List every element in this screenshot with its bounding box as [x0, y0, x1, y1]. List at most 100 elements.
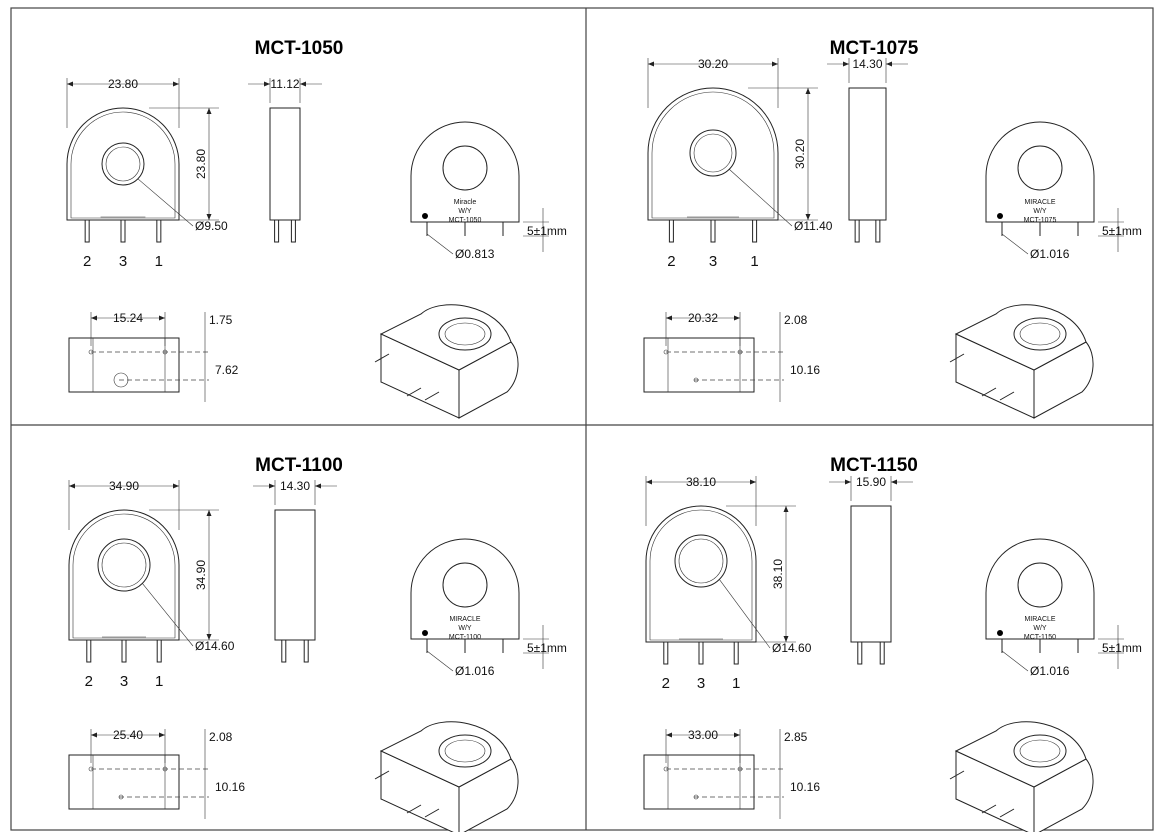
iso-hole	[1013, 317, 1067, 351]
bottom-view-pin-hole	[88, 766, 94, 772]
front-view-pin	[120, 219, 126, 243]
pin-label: 1	[732, 675, 740, 692]
front-view-hole	[101, 142, 145, 186]
height-dimension-label: 38.10	[771, 559, 785, 589]
pin-diameter-label: Ø1.016	[1030, 664, 1070, 678]
thickness-arrow-right-head	[891, 479, 897, 485]
sheet-border	[10, 7, 1154, 831]
marking-text: MIRACLE	[1024, 616, 1055, 623]
pin-label: 2	[662, 675, 670, 692]
thickness-arrow-right-head	[300, 81, 306, 87]
iso-side-face	[458, 758, 519, 832]
bottom-width-label: 20.32	[688, 311, 718, 325]
iso-hole	[1013, 734, 1067, 768]
front-view-pin	[733, 641, 739, 665]
front-view-pin	[84, 219, 90, 243]
pin1-marker-dot	[422, 213, 428, 219]
panel-title: MCT-1150	[830, 455, 918, 476]
bottom-width-label: 15.24	[113, 311, 143, 325]
iso-hole	[438, 734, 492, 768]
front-view-outline	[66, 107, 180, 221]
bottom-view-body	[643, 337, 755, 393]
side-view-body	[274, 509, 316, 641]
iso-pin	[981, 387, 997, 397]
pin-length-label: 5±1mm	[527, 224, 567, 238]
bottom-pitch-label: 7.62	[215, 363, 239, 377]
bottom-view-pin-hole	[162, 766, 168, 772]
panel-title: MCT-1050	[255, 38, 344, 59]
hole-leader	[141, 583, 194, 647]
marking-text: MIRACLE	[449, 616, 480, 623]
front-view-hole-inner	[678, 538, 724, 584]
side-view-pin	[303, 639, 309, 663]
panel-title: MCT-1075	[830, 38, 919, 59]
pin-label: 3	[697, 675, 705, 692]
hole-leader	[137, 178, 194, 227]
bottom-view-pin-hole	[118, 794, 124, 800]
bottom-width-dimension-arrow-right	[159, 315, 165, 321]
bottom-offset-label: 2.85	[784, 730, 808, 744]
side-view-pin	[879, 641, 885, 665]
bottom-width-dimension-arrow-left	[91, 732, 97, 738]
thickness-arrow-left-head	[843, 61, 849, 67]
hole-leader	[718, 579, 771, 649]
marked-view-hole	[442, 145, 488, 191]
iso-hole-inner	[1019, 739, 1061, 763]
front-view-hole-inner	[693, 133, 733, 173]
hole-leader	[728, 168, 793, 227]
pin-label: 1	[750, 253, 758, 270]
width-dimension-arrow-right	[173, 81, 179, 87]
bottom-pitch-label: 10.16	[790, 363, 820, 377]
bottom-width-label: 33.00	[688, 728, 718, 742]
hole-dimension-label: Ø9.50	[195, 219, 228, 233]
iso-hole	[438, 317, 492, 351]
width-dimension-arrow-left	[646, 479, 652, 485]
bottom-width-dimension-arrow-left	[666, 732, 672, 738]
front-view-hole	[97, 538, 151, 592]
bottom-width-label: 25.40	[113, 728, 143, 742]
pin-diameter-label: Ø0.813	[455, 247, 495, 261]
pin-label: 3	[119, 253, 127, 270]
marking-text: MCT-1050	[449, 217, 482, 224]
pin1-marker-dot	[422, 630, 428, 636]
thickness-dimension-label: 11.12	[270, 77, 299, 91]
marked-view-hole	[1017, 562, 1063, 608]
side-view-pin	[281, 639, 287, 663]
pin-length-label: 5±1mm	[1102, 641, 1142, 655]
thickness-arrow-right-head	[886, 61, 892, 67]
pin-diameter-label: Ø1.016	[1030, 247, 1070, 261]
pin-diameter-leader	[1001, 650, 1029, 672]
width-dimension-label: 23.80	[108, 77, 138, 91]
side-view-body	[269, 107, 301, 221]
panel-title: MCT-1100	[255, 455, 343, 476]
pin-label: 3	[120, 673, 128, 690]
height-dimension-arrow-top	[805, 88, 811, 94]
width-dimension-arrow-right	[173, 483, 179, 489]
iso-pin	[999, 808, 1015, 818]
pin-length-label: 5±1mm	[527, 641, 567, 655]
front-view-pin	[668, 219, 674, 243]
side-view-body	[850, 505, 892, 643]
bottom-view-body	[643, 754, 755, 810]
bottom-view-pin-hole	[737, 349, 743, 355]
height-dimension-label: 23.80	[194, 149, 208, 179]
thickness-arrow-left-head	[845, 479, 851, 485]
iso-pin	[999, 391, 1015, 401]
marking-text: W/Y	[458, 625, 472, 632]
bottom-view-pin-hole	[737, 766, 743, 772]
bottom-view-pin-hole	[113, 372, 129, 388]
iso-pin	[424, 391, 440, 401]
bottom-view-pin-hole	[693, 377, 699, 383]
pin-diameter-leader	[1001, 233, 1029, 255]
front-view-inner-edge	[651, 91, 775, 219]
front-view-pin	[752, 219, 758, 243]
marking-text: W/Y	[1033, 208, 1047, 215]
width-dimension-arrow-right	[750, 479, 756, 485]
hole-dimension-label: Ø14.60	[772, 641, 812, 655]
front-view-pin	[663, 641, 669, 665]
iso-pin	[981, 804, 997, 814]
